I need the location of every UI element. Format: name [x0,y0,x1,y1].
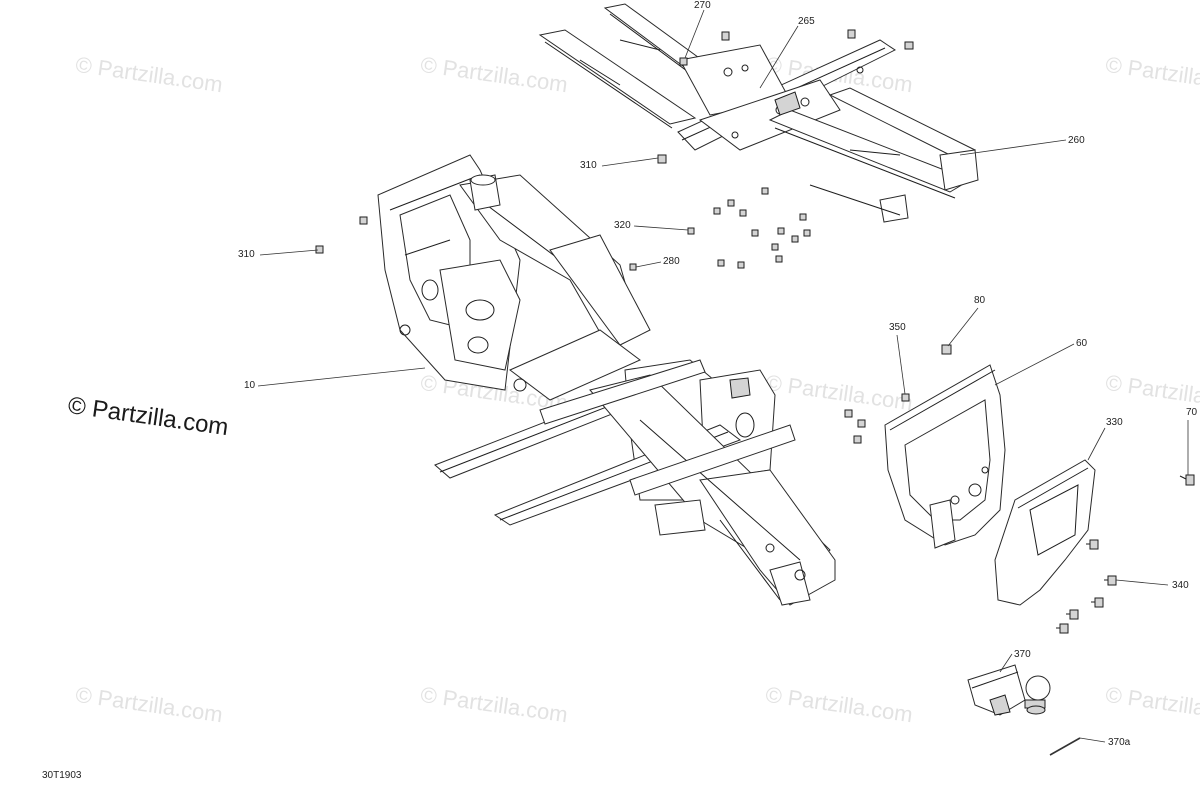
bolt-340c [1091,597,1104,608]
callout-320: 320 [614,220,631,231]
rear-subframe-part [538,3,979,223]
callout-280: 280 [663,256,680,267]
hardware-nuts [315,29,952,444]
bolt-70 [1179,474,1195,486]
bolt-340d [1066,609,1079,620]
main-frame-part [377,154,836,606]
bracket-part-60 [884,364,1006,549]
bolt-340e [1056,623,1069,634]
callout-310: 310 [580,160,597,171]
skid-plate-part-330 [994,459,1096,606]
bolt-340b [1104,575,1117,586]
diagram-code: 30T1903 [42,770,82,781]
callout-10: 10 [244,380,256,391]
callout-265: 265 [798,16,815,27]
callout-70: 70 [1186,407,1198,418]
callout-80: 80 [974,295,986,306]
callout-350: 350 [889,322,906,333]
callout-310: 310 [238,249,255,260]
bolt-340a [1086,539,1099,550]
callout-340: 340 [1172,580,1189,591]
callout-260: 260 [1068,135,1085,146]
callout-270: 270 [694,0,711,11]
leader-lines [257,9,1189,756]
callout-330: 330 [1106,417,1123,428]
hitch-ball-part-370 [967,664,1051,716]
callout-370: 370 [1014,649,1031,660]
callout-60: 60 [1076,338,1088,349]
callout-370a: 370a [1108,737,1131,748]
bolts [1056,474,1195,634]
